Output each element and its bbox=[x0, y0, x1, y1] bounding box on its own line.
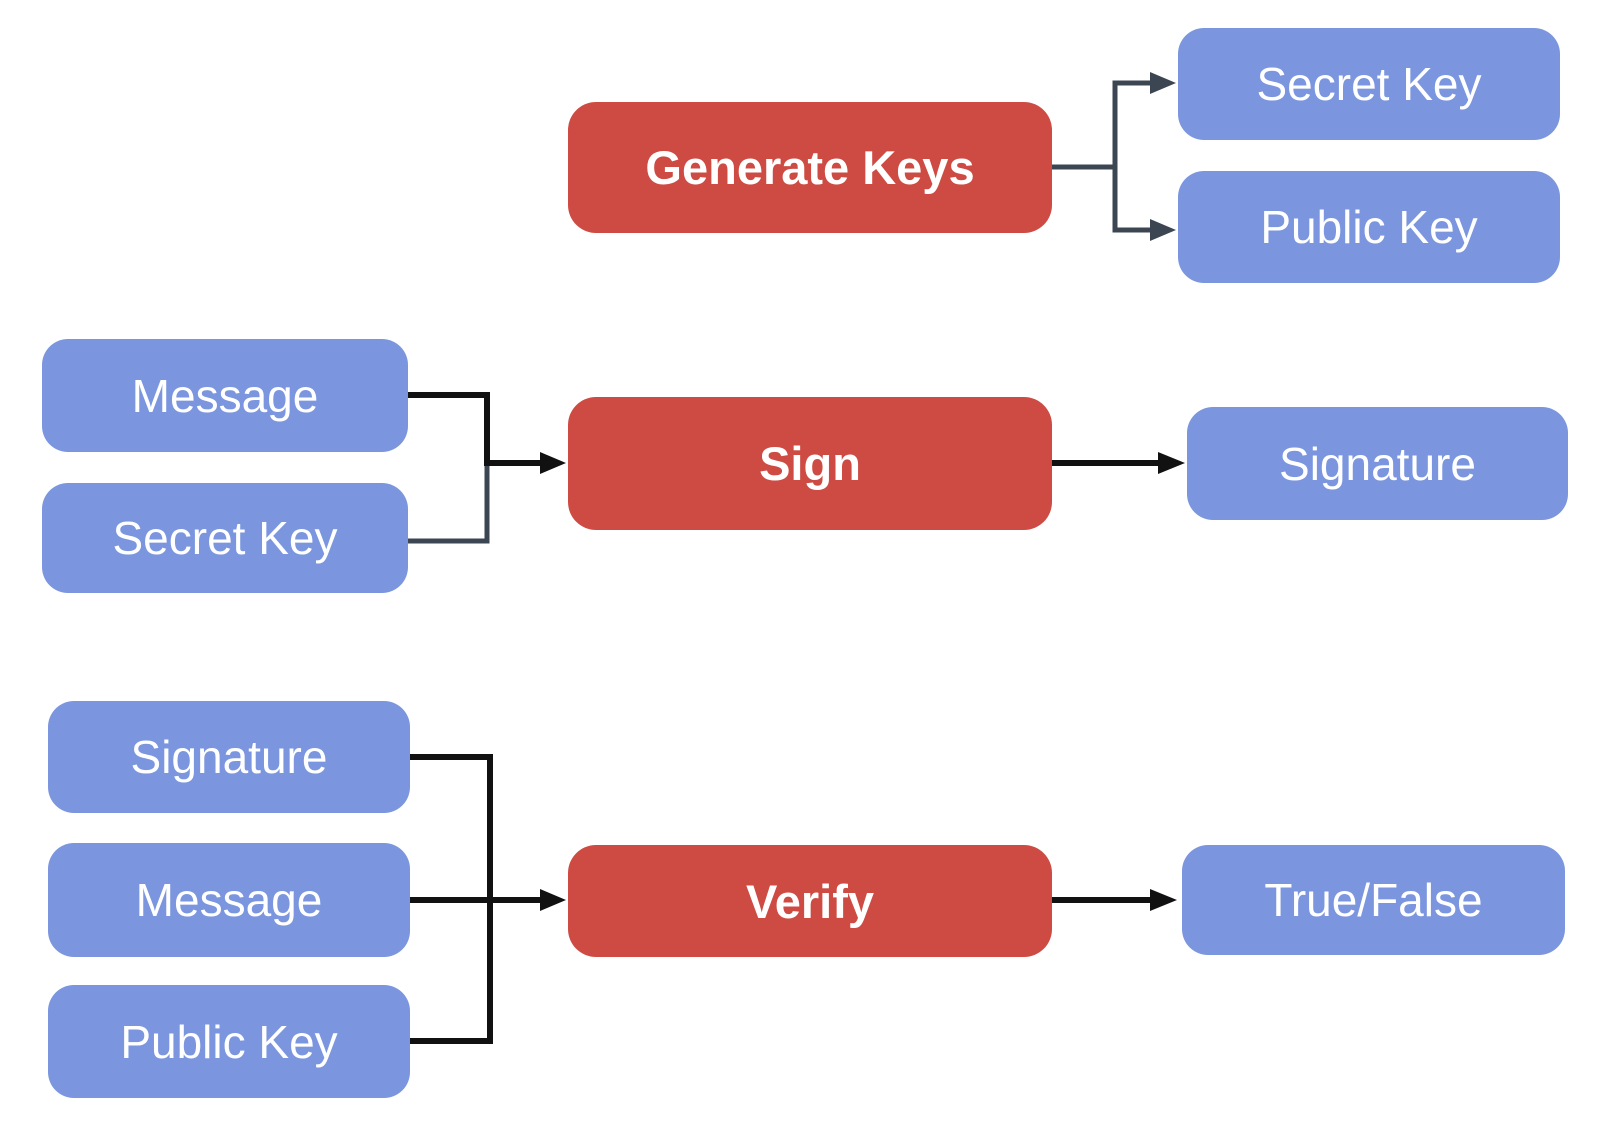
arrowhead-to-public-key bbox=[1150, 219, 1176, 241]
arrowhead-to-sign bbox=[540, 452, 566, 474]
edge-secret-key-to-sign bbox=[408, 466, 490, 544]
node-public-key-input-verify: Public Key bbox=[48, 985, 410, 1098]
arrowhead-to-secret-key bbox=[1150, 72, 1176, 94]
node-message-input-verify: Message bbox=[48, 843, 410, 957]
node-sign: Sign bbox=[568, 397, 1052, 530]
edge-signature-to-verify bbox=[410, 754, 493, 900]
node-message-input-sign: Message bbox=[42, 339, 408, 452]
node-secret-key-output: Secret Key bbox=[1178, 28, 1560, 140]
arrowhead-to-verify bbox=[540, 889, 566, 911]
node-verify: Verify bbox=[568, 845, 1052, 957]
node-signature-input-verify: Signature bbox=[48, 701, 410, 813]
node-secret-key-input-sign: Secret Key bbox=[42, 483, 408, 593]
node-generate-keys: Generate Keys bbox=[568, 102, 1052, 233]
arrowhead-to-signature bbox=[1158, 452, 1185, 474]
edge-public-key-to-verify bbox=[410, 900, 493, 1044]
node-true-false-output: True/False bbox=[1182, 845, 1565, 955]
edge-generate-keys-branch bbox=[1112, 80, 1152, 233]
node-signature-output: Signature bbox=[1187, 407, 1568, 520]
node-public-key-output: Public Key bbox=[1178, 171, 1560, 283]
arrowhead-to-true-false bbox=[1150, 889, 1177, 911]
edge-message-to-sign bbox=[408, 392, 542, 466]
